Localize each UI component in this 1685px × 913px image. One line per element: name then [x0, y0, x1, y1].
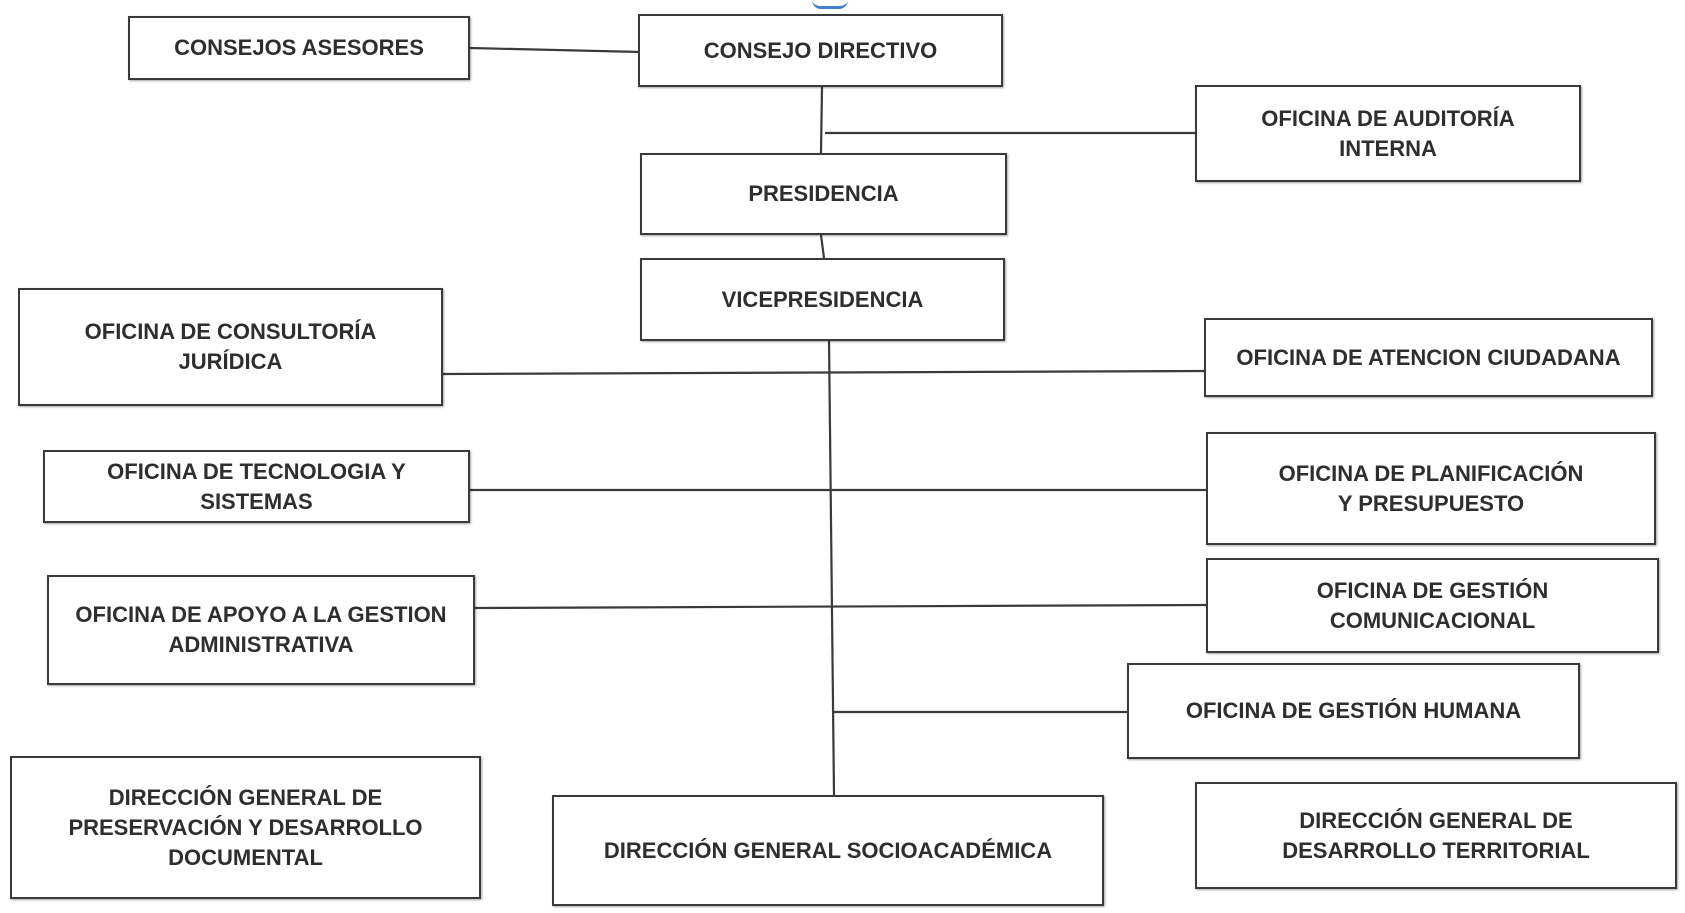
label-consejos-asesores: CONSEJOS ASESORES: [174, 35, 424, 60]
label-atencion-ciudadana: OFICINA DE ATENCION CIUDADANA: [1236, 344, 1621, 370]
box-desarrollo-territorial: DIRECCIÓN GENERAL DE DESARROLLO TERRITOR…: [1195, 782, 1677, 889]
label-gestion-comunicacional: OFICINA DE GESTIÓN COMUNICACIONAL: [1316, 577, 1549, 633]
connector-directivo-presidencia: [819, 86, 824, 154]
box-consejos-asesores: CONSEJOS ASESORES: [128, 16, 470, 80]
box-atencion-ciudadana: OFICINA DE ATENCION CIUDADANA: [1204, 318, 1653, 397]
label-preservacion-desarrollo-documental: DIRECCIÓN GENERAL DE PRESERVACIÓN Y DESA…: [68, 784, 423, 870]
box-planificacion-presupuesto: OFICINA DE PLANIFICACIÓN Y PRESUPUESTO: [1206, 432, 1656, 545]
box-presidencia: PRESIDENCIA: [640, 153, 1007, 235]
box-gestion-comunicacional: OFICINA DE GESTIÓN COMUNICACIONAL: [1206, 558, 1659, 653]
connector-row-apoyo-comunicacional: [474, 603, 1209, 610]
connector-asesores-directivo: [469, 46, 641, 54]
label-tecnologia-sistemas: OFICINA DE TECNOLOGIA Y SISTEMAS: [107, 458, 406, 514]
connector-row-juridica-atencion: [442, 369, 1207, 376]
box-consultoria-juridica: OFICINA DE CONSULTORÍA JURÍDICA: [18, 288, 443, 406]
box-tecnologia-sistemas: OFICINA DE TECNOLOGIA Y SISTEMAS: [43, 450, 470, 523]
label-auditoria-interna: OFICINA DE AUDITORÍA INTERNA: [1261, 105, 1515, 161]
box-apoyo-gestion-administrativa: OFICINA DE APOYO A LA GESTION ADMINISTRA…: [47, 575, 475, 685]
label-gestion-humana: OFICINA DE GESTIÓN HUMANA: [1185, 698, 1522, 723]
connector-main-vertical: [827, 337, 836, 796]
label-consultoria-juridica: OFICINA DE CONSULTORÍA JURÍDICA: [84, 319, 377, 374]
box-socioacademica: DIRECCIÓN GENERAL SOCIOACADÉMICA: [552, 795, 1104, 906]
box-auditoria-interna: OFICINA DE AUDITORÍA INTERNA: [1195, 85, 1581, 182]
label-presidencia: PRESIDENCIA: [748, 181, 899, 206]
connector-presidencia-vicepresidencia: [819, 234, 826, 259]
label-apoyo-gestion-administrativa: OFICINA DE APOYO A LA GESTION ADMINISTRA…: [75, 602, 447, 657]
box-preservacion-desarrollo-documental: DIRECCIÓN GENERAL DE PRESERVACIÓN Y DESA…: [10, 756, 481, 899]
top-partial-mark: [812, 0, 848, 9]
label-planificacion-presupuesto: OFICINA DE PLANIFICACIÓN Y PRESUPUESTO: [1278, 460, 1584, 516]
label-desarrollo-territorial: DIRECCIÓN GENERAL DE DESARROLLO TERRITOR…: [1282, 807, 1590, 863]
box-consejo-directivo: CONSEJO DIRECTIVO: [638, 14, 1003, 87]
box-vicepresidencia: VICEPRESIDENCIA: [640, 258, 1005, 341]
box-gestion-humana: OFICINA DE GESTIÓN HUMANA: [1127, 663, 1580, 759]
label-socioacademica: DIRECCIÓN GENERAL SOCIOACADÉMICA: [603, 837, 1053, 863]
label-consejo-directivo: CONSEJO DIRECTIVO: [703, 37, 938, 63]
label-vicepresidencia: VICEPRESIDENCIA: [721, 286, 924, 312]
